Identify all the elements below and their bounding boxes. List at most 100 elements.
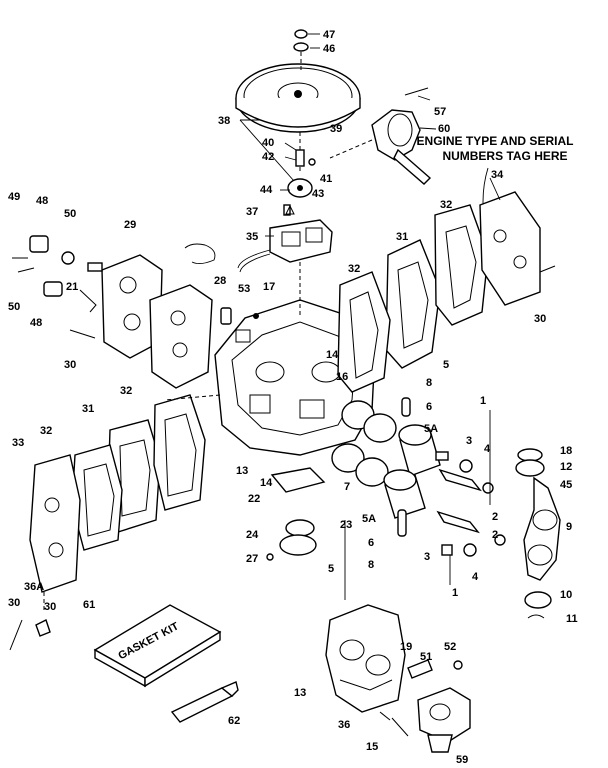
callout: 50 <box>8 301 20 313</box>
flywheel-key <box>295 149 305 167</box>
callout: 19 <box>400 641 412 653</box>
callout: 44 <box>260 184 273 196</box>
flywheel-nut <box>293 29 309 72</box>
thermostat-parts <box>12 235 103 313</box>
callout: 9 <box>566 521 572 533</box>
callout: 15 <box>366 741 378 753</box>
callout: 2 <box>492 529 498 541</box>
gasket-28 <box>149 284 213 389</box>
piston-upper <box>398 424 441 477</box>
callout: 5 <box>443 359 449 371</box>
callout: 28 <box>214 275 226 287</box>
ignition-coil <box>237 204 333 273</box>
callout: 32 <box>440 199 452 211</box>
bolt-30-left <box>9 619 23 651</box>
callout: 13 <box>294 687 306 699</box>
callout: 27 <box>246 553 258 565</box>
callout: 1 <box>452 587 458 599</box>
intake-gasket-32b <box>153 394 206 511</box>
callout: 45 <box>560 479 572 491</box>
bolt-15 <box>379 711 409 737</box>
callout: 46 <box>323 43 335 55</box>
callout: 59 <box>456 754 468 766</box>
callout: 49 <box>8 191 20 203</box>
callout: 43 <box>312 188 324 200</box>
intake-cover-33 <box>29 454 81 593</box>
crankshaft <box>515 448 561 619</box>
callout: 30 <box>8 597 20 609</box>
callout: 36A <box>24 581 44 593</box>
connecting-rod-parts <box>435 451 506 557</box>
callout: 37 <box>246 206 258 218</box>
leader-lines <box>240 33 501 237</box>
callout: 48 <box>36 195 48 207</box>
flywheel-lead <box>239 119 303 191</box>
callout: 1 <box>480 395 486 407</box>
bolt-30 <box>69 329 96 339</box>
callout: 40 <box>262 137 274 149</box>
callout: 2 <box>492 511 498 523</box>
callout: 4 <box>472 571 479 583</box>
callout: 21 <box>66 281 78 293</box>
callout: 8 <box>426 377 432 389</box>
callout: 53 <box>238 283 250 295</box>
callout: 14 <box>326 349 339 361</box>
callout: 29 <box>124 219 136 231</box>
flywheel <box>235 63 361 133</box>
callout: 7 <box>344 481 350 493</box>
callout: 11 <box>566 613 578 625</box>
callout: 6 <box>426 401 432 413</box>
gasket-kit <box>93 604 222 688</box>
exhaust-cover-34 <box>479 191 556 306</box>
callout: 17 <box>263 281 275 293</box>
wire-harness <box>184 243 216 265</box>
cylinder-block <box>214 299 376 456</box>
starter-dash <box>329 139 373 159</box>
callout: 61 <box>83 599 95 611</box>
callout: 35 <box>246 231 258 243</box>
callout: 30 <box>534 313 546 325</box>
note-line-1: ENGINE TYPE AND SERIAL <box>417 134 574 148</box>
callout: 39 <box>330 123 342 135</box>
callout: 33 <box>12 437 24 449</box>
callout: 38 <box>218 115 230 127</box>
callout: 52 <box>444 641 456 653</box>
callout: 13 <box>236 465 248 477</box>
callout: 14 <box>260 477 273 489</box>
carburetor <box>407 659 471 753</box>
callout: 41 <box>320 173 332 185</box>
callout: 62 <box>228 715 240 727</box>
callout: 30 <box>64 359 76 371</box>
wrist-pin-lower <box>397 509 407 537</box>
callout: 47 <box>323 29 335 41</box>
callout: 4 <box>484 443 491 455</box>
exhaust-cover-top <box>385 239 441 369</box>
callout: 3 <box>424 551 430 563</box>
piston-rings <box>331 400 397 487</box>
callout: 32 <box>348 263 360 275</box>
exhaust-plate-right <box>434 204 489 326</box>
callout: 57 <box>434 106 446 118</box>
callout: 5A <box>362 513 376 525</box>
callout: 22 <box>248 493 260 505</box>
callout: 5 <box>328 563 334 575</box>
callout: 31 <box>396 231 408 243</box>
wrist-pin-upper <box>401 397 411 417</box>
callout: 51 <box>420 651 432 663</box>
callout: 24 <box>246 529 259 541</box>
bearing-cap <box>266 519 317 561</box>
callout: 34 <box>491 169 504 181</box>
callout: 48 <box>30 317 42 329</box>
plate-22 <box>270 467 326 493</box>
intake-manifold <box>325 604 406 713</box>
callout: 16 <box>336 371 348 383</box>
callout: 60 <box>438 123 450 135</box>
callout: 23 <box>340 519 352 531</box>
callout: 30 <box>44 601 56 613</box>
bracket-30 <box>35 619 51 637</box>
magneto-plate <box>287 178 313 198</box>
note-line-2: NUMBERS TAG HERE <box>442 149 567 163</box>
callout: 18 <box>560 445 572 457</box>
